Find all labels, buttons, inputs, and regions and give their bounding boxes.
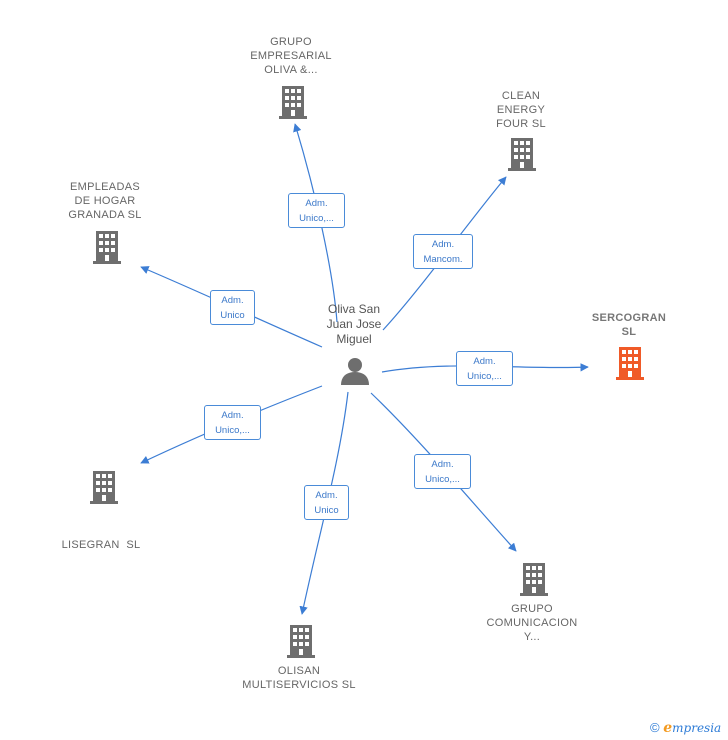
building-icon[interactable] <box>279 86 307 119</box>
edge-label-line: Adm. <box>221 295 244 306</box>
node-label-line: Y... <box>523 631 541 643</box>
edge-label-line: Unico,... <box>215 425 250 436</box>
building-icon[interactable] <box>520 563 548 596</box>
center-name-line: Juan Jose <box>326 317 382 331</box>
node-label-sercogran[interactable]: SERCOGRAN SL <box>579 311 679 339</box>
node-label-line: OLISAN <box>277 665 321 677</box>
edge-label-line: Unico <box>220 310 245 321</box>
edge-label-line: Mancom. <box>423 254 463 265</box>
building-icon[interactable] <box>90 471 118 504</box>
edge-label-line: Unico,... <box>467 371 502 382</box>
edge-label-line: Adm. <box>315 490 338 501</box>
edge-label-line: Adm. <box>305 198 328 209</box>
node-label-line: MULTISERVICIOS SL <box>242 679 356 691</box>
node-label-line: COMUNICACION <box>486 617 578 629</box>
node-label-grupo-comunicacion[interactable]: GRUPO COMUNICACION Y... <box>477 602 587 644</box>
edge-label-line: Adm. <box>431 239 455 250</box>
node-label-empleadas[interactable]: EMPLEADAS DE HOGAR GRANADA SL <box>50 180 160 222</box>
node-label-line: SERCOGRAN <box>591 312 667 324</box>
center-name-line: Oliva San <box>327 302 381 316</box>
node-label-line: SL <box>621 326 637 338</box>
building-icon[interactable] <box>508 138 536 171</box>
brand-footer: © empresia <box>650 720 721 736</box>
node-label-line: GRUPO <box>270 36 312 48</box>
center-name-line: Miguel <box>336 332 372 346</box>
edge-grupo-empresarial <box>293 123 338 323</box>
node-label-line: DE HOGAR <box>74 195 136 207</box>
edge-label-line: Adm. <box>473 356 496 367</box>
center-person-label[interactable]: Oliva San Juan Jose Miguel <box>304 302 404 347</box>
node-label-line: FOUR SL <box>496 118 546 130</box>
edge-label-grupo-empresarial: Adm. Unico,... <box>288 193 345 228</box>
edge-label-line: Adm. <box>431 459 454 470</box>
building-icon[interactable] <box>616 347 644 380</box>
node-label-lisegran[interactable]: LISEGRAN SL <box>46 510 156 566</box>
brand-name: mpresia <box>672 721 722 735</box>
edge-label-lisegran: Adm. Unico,... <box>204 405 261 440</box>
brand-logo: empresia <box>663 720 722 736</box>
brand-initial: e <box>663 720 673 736</box>
node-label-line: LISEGRAN SL <box>61 539 141 551</box>
edge-label-sercogran: Adm. Unico,... <box>456 351 513 386</box>
node-label-line: EMPLEADAS <box>70 181 140 193</box>
node-label-line: EMPRESARIAL <box>250 50 332 62</box>
edge-label-line: Unico,... <box>425 474 460 485</box>
building-icon[interactable] <box>93 231 121 264</box>
edge-label-grupo-comunicacion: Adm. Unico,... <box>414 454 471 489</box>
node-label-line: OLIVA &... <box>264 64 318 76</box>
edge-label-line: Adm. <box>221 410 244 421</box>
node-label-line: GRUPO <box>511 603 553 615</box>
edge-label-empleadas: Adm. Unico <box>210 290 255 325</box>
node-label-line: CLEAN <box>501 90 541 102</box>
copyright-icon: © <box>650 720 660 735</box>
node-label-line: GRANADA SL <box>68 209 142 221</box>
edge-label-olisan: Adm. Unico <box>304 485 349 520</box>
edge-label-clean-energy: Adm. Mancom. <box>413 234 473 269</box>
node-label-olisan[interactable]: OLISAN MULTISERVICIOS SL <box>234 664 364 692</box>
edge-label-line: Unico,... <box>299 213 334 224</box>
node-label-line: ENERGY <box>496 104 546 116</box>
building-icon[interactable] <box>287 625 315 658</box>
edge-label-line: Unico <box>314 505 339 516</box>
node-label-grupo-empresarial[interactable]: GRUPO EMPRESARIAL OLIVA &... <box>236 35 346 77</box>
node-label-clean-energy[interactable]: CLEAN ENERGY FOUR SL <box>476 89 566 131</box>
person-icon[interactable] <box>341 358 369 385</box>
